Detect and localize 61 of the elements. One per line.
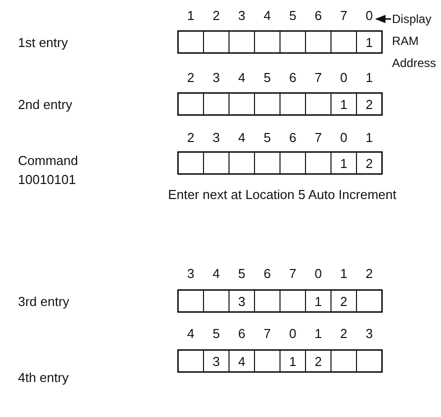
column-number: 0 bbox=[339, 70, 348, 85]
column-number: 4 bbox=[262, 8, 272, 23]
row-label: 1st entry bbox=[18, 35, 68, 50]
column-number: 5 bbox=[237, 266, 246, 281]
column-number: 3 bbox=[364, 326, 374, 341]
row-label: 10010101 bbox=[18, 172, 76, 187]
display-ram-address-label: Display RAM Address bbox=[392, 8, 438, 74]
row-label: 3rd entry bbox=[18, 294, 70, 309]
cell-value: 2 bbox=[314, 354, 323, 369]
column-number: 1 bbox=[314, 326, 323, 341]
column-number: 4 bbox=[186, 326, 196, 341]
column-number: 6 bbox=[314, 8, 323, 23]
cell-value: 1 bbox=[339, 97, 348, 112]
column-number: 3 bbox=[237, 8, 246, 23]
cell-value: 3 bbox=[237, 294, 246, 309]
column-number: 0 bbox=[339, 130, 348, 145]
cell-value: 4 bbox=[237, 354, 246, 369]
cell-value: 2 bbox=[364, 156, 374, 171]
cell-value: 1 bbox=[314, 294, 323, 309]
column-number: 4 bbox=[237, 70, 246, 85]
column-number: 7 bbox=[262, 326, 272, 341]
column-number: 1 bbox=[364, 70, 374, 85]
column-number: 6 bbox=[288, 70, 298, 85]
row-label: 2nd entry bbox=[18, 97, 72, 112]
cell-value: 3 bbox=[212, 354, 221, 369]
column-number: 1 bbox=[339, 266, 348, 281]
column-number: 5 bbox=[262, 130, 272, 145]
cell-value: 2 bbox=[364, 97, 374, 112]
column-number: 3 bbox=[212, 130, 221, 145]
column-number: 4 bbox=[237, 130, 246, 145]
column-number: 7 bbox=[314, 70, 323, 85]
column-number: 1 bbox=[364, 130, 374, 145]
cell-value: 2 bbox=[339, 294, 348, 309]
column-number: 2 bbox=[339, 326, 348, 341]
column-number: 2 bbox=[186, 70, 196, 85]
column-number: 7 bbox=[339, 8, 348, 23]
column-number: 2 bbox=[364, 266, 374, 281]
column-number: 2 bbox=[186, 130, 196, 145]
column-number: 6 bbox=[237, 326, 246, 341]
column-number: 2 bbox=[212, 8, 221, 23]
column-number: 0 bbox=[288, 326, 298, 341]
note-text: Enter next at Location 5 Auto Increment bbox=[168, 187, 396, 202]
column-number: 6 bbox=[288, 130, 298, 145]
column-number: 3 bbox=[186, 266, 196, 281]
column-number: 0 bbox=[359, 8, 380, 23]
column-number: 4 bbox=[212, 266, 221, 281]
column-number: 5 bbox=[288, 8, 298, 23]
column-number: 7 bbox=[314, 130, 323, 145]
cell-value: 1 bbox=[364, 35, 374, 50]
column-number: 7 bbox=[288, 266, 298, 281]
row-label: Command bbox=[18, 153, 78, 168]
column-number: 5 bbox=[212, 326, 221, 341]
arrow bbox=[375, 14, 391, 24]
column-number: 1 bbox=[186, 8, 196, 23]
column-number: 6 bbox=[262, 266, 272, 281]
cell-value: 1 bbox=[288, 354, 298, 369]
row-label: 4th entry bbox=[18, 370, 69, 385]
cell-value: 1 bbox=[339, 156, 348, 171]
column-number: 0 bbox=[314, 266, 323, 281]
column-number: 5 bbox=[262, 70, 272, 85]
column-number: 3 bbox=[212, 70, 221, 85]
